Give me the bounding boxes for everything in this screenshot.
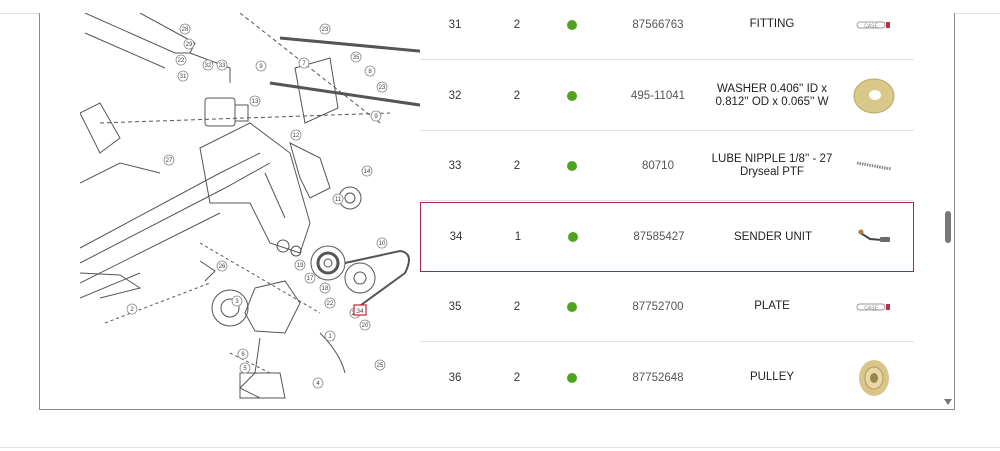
availability-dot-icon	[567, 19, 577, 30]
part-thumbnail[interactable]	[847, 203, 903, 271]
part-number[interactable]: 87566763	[632, 18, 684, 31]
part-number[interactable]: 87752648	[632, 371, 684, 384]
part-thumbnail[interactable]	[846, 61, 902, 130]
svg-text:5: 5	[243, 366, 247, 372]
svg-text:23: 23	[322, 27, 329, 33]
svg-text:1: 1	[328, 334, 332, 340]
svg-text:29: 29	[186, 42, 193, 48]
table-row[interactable]: 36 2 87752648 PULLEY	[420, 343, 914, 409]
quantity: 2	[513, 300, 521, 313]
part-description: FITTING	[749, 18, 795, 30]
svg-text:22: 22	[178, 58, 185, 64]
scroll-down-arrow-icon[interactable]	[944, 399, 952, 405]
availability-dot-icon	[567, 160, 577, 171]
svg-text:CASE: CASE	[864, 23, 878, 29]
availability-dot-icon	[567, 372, 577, 383]
availability-indicator	[560, 61, 584, 130]
svg-text:32: 32	[205, 63, 212, 69]
svg-text:3: 3	[235, 299, 239, 305]
callout-number: 34	[449, 231, 463, 243]
table-row[interactable]: 31 2 87566763 FITTING CASE	[420, 13, 914, 60]
part-number[interactable]: 87752700	[632, 300, 684, 313]
washer-icon	[853, 78, 895, 113]
svg-text:31: 31	[180, 74, 187, 80]
part-description: PLATE	[754, 300, 790, 312]
sender-unit-icon	[858, 229, 890, 242]
callout-34-highlight[interactable]: 34	[353, 304, 367, 316]
svg-text:35: 35	[353, 55, 360, 61]
callout-number: 33	[448, 159, 462, 172]
part-description: WASHER 0.406'' ID x 0.812'' OD x 0.065''…	[715, 82, 829, 108]
brand-logo-icon: CASE	[856, 21, 890, 29]
part-description: LUBE NIPPLE 1/8'' - 27 Dryseal PTF	[711, 152, 833, 178]
callout-number: 31	[448, 18, 462, 31]
availability-indicator	[560, 13, 584, 59]
quantity: 2	[513, 89, 521, 102]
availability-indicator	[560, 131, 584, 200]
table-row-selected[interactable]: 34 1 87585427 SENDER UNIT	[420, 202, 914, 272]
svg-text:CASE: CASE	[864, 305, 878, 311]
part-thumbnail[interactable]: CASE	[846, 272, 902, 341]
svg-text:25: 25	[377, 363, 384, 369]
bottom-divider	[0, 447, 1000, 448]
parts-table: 31 2 87566763 FITTING CASE 32 2 495-1104…	[420, 13, 914, 409]
part-description: PULLEY	[749, 371, 795, 383]
svg-text:20: 20	[362, 323, 369, 329]
availability-dot-icon	[568, 232, 578, 242]
part-thumbnail[interactable]	[846, 131, 902, 200]
svg-text:17: 17	[307, 276, 314, 282]
availability-indicator	[561, 203, 585, 271]
svg-text:4: 4	[316, 381, 320, 387]
svg-text:11: 11	[335, 197, 342, 203]
svg-text:9: 9	[259, 64, 263, 70]
availability-dot-icon	[567, 301, 577, 312]
svg-text:2: 2	[130, 307, 134, 313]
svg-text:18: 18	[322, 286, 329, 292]
svg-text:26: 26	[219, 264, 226, 270]
quantity: 2	[513, 18, 521, 31]
part-number[interactable]: 80710	[642, 159, 674, 172]
callout-number: 35	[448, 300, 462, 313]
svg-text:9: 9	[374, 114, 378, 120]
svg-text:6: 6	[241, 352, 245, 358]
part-number[interactable]: 87585427	[633, 231, 685, 243]
table-row[interactable]: 33 2 80710 LUBE NIPPLE 1/8'' - 27 Drysea…	[420, 131, 914, 201]
part-thumbnail[interactable]: CASE	[846, 13, 902, 59]
table-row[interactable]: 32 2 495-11041 WASHER 0.406'' ID x 0.812…	[420, 61, 914, 131]
callout-number: 36	[448, 371, 462, 384]
svg-text:28: 28	[182, 27, 189, 33]
part-description: SENDER UNIT	[734, 230, 812, 243]
quantity: 2	[513, 371, 521, 384]
svg-text:10: 10	[379, 241, 386, 247]
svg-text:34: 34	[356, 308, 364, 315]
pulley-icon	[859, 359, 889, 396]
svg-text:22: 22	[327, 301, 334, 307]
spring-icon	[856, 161, 892, 170]
table-row[interactable]: 35 2 87752700 PLATE CASE	[420, 272, 914, 342]
availability-indicator	[560, 272, 584, 341]
quantity: 2	[513, 159, 521, 172]
availability-indicator	[560, 343, 584, 409]
svg-text:8: 8	[368, 69, 372, 75]
scrollbar-thumb[interactable]	[945, 211, 951, 243]
svg-text:19: 19	[297, 263, 304, 269]
svg-text:14: 14	[364, 169, 371, 175]
svg-text:33: 33	[219, 63, 226, 69]
svg-text:12: 12	[293, 133, 300, 139]
svg-text:23: 23	[379, 85, 386, 91]
availability-dot-icon	[567, 90, 577, 101]
part-thumbnail[interactable]	[846, 343, 902, 409]
vertical-scrollbar[interactable]	[943, 13, 953, 409]
quantity: 1	[514, 231, 522, 243]
svg-text:13: 13	[252, 99, 259, 105]
svg-text:27: 27	[166, 158, 173, 164]
part-number[interactable]: 495-11041	[630, 89, 686, 102]
svg-text:7: 7	[302, 61, 306, 67]
brand-logo-icon: CASE	[856, 303, 890, 311]
callout-number: 32	[448, 89, 462, 102]
